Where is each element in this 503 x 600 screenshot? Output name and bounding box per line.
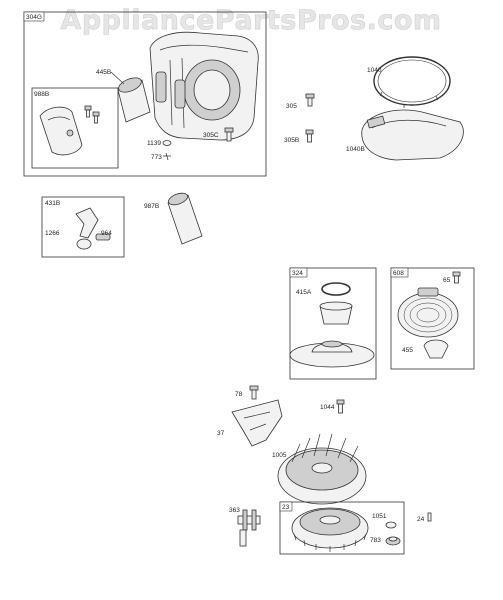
part-1040-ring [373, 56, 451, 108]
group-324-tag [289, 267, 308, 278]
group-304G-label: 304G [26, 14, 42, 21]
part-305-screw [305, 93, 315, 107]
group-431B: 431B 1266 964 [41, 196, 125, 258]
group-23: 23 1051 783 [279, 501, 405, 555]
part-305C-screw [224, 127, 234, 142]
part-37-air-guide [231, 399, 283, 447]
group-324: 324 415A [289, 267, 377, 380]
group-608-tag [390, 267, 409, 278]
part-1139-washer [162, 140, 172, 146]
part-305B-screw [305, 129, 314, 143]
part-431B-elbow [75, 207, 99, 239]
label-37: 37 [217, 430, 225, 437]
part-324-cup [319, 301, 353, 325]
part-1044-screw [336, 399, 345, 414]
group-608-frame [390, 267, 475, 370]
label-1051: 1051 [372, 513, 387, 520]
group-988B: 988B [31, 87, 119, 169]
label-773: 773 [151, 154, 162, 161]
group-304G: 304G 445B 1139 773 305C [23, 11, 267, 177]
part-773-clip [163, 152, 171, 161]
group-988B-frame [31, 87, 119, 169]
part-783-nut [385, 536, 401, 546]
part-78-screw [249, 385, 259, 400]
label-964: 964 [101, 230, 112, 237]
part-1005-flywheel [277, 433, 367, 505]
label-1040B: 1040B [346, 146, 365, 153]
label-1044: 1044 [320, 404, 335, 411]
part-24-key [427, 512, 432, 522]
part-987B-tube [167, 192, 203, 245]
part-1266-gasket [76, 238, 92, 250]
part-1040B-guard [361, 109, 464, 161]
label-363: 363 [229, 507, 240, 514]
part-1051-washer [385, 521, 397, 529]
group-608: 608 65 455 [390, 267, 475, 370]
label-1040: 1040 [367, 67, 382, 74]
group-23-frame [279, 501, 405, 555]
group-304G-frame [23, 11, 267, 177]
part-608-recoil-starter [397, 287, 459, 338]
label-445B: 445B [96, 69, 111, 76]
label-1139: 1139 [147, 140, 161, 147]
part-65-screw [452, 271, 461, 284]
label-78: 78 [235, 391, 243, 398]
part-415A-ring [321, 282, 351, 296]
part-324-pulley [289, 340, 375, 368]
part-964-bushing [95, 233, 111, 241]
part-363-bracket [237, 509, 261, 547]
label-415A: 415A [296, 289, 312, 296]
label-305: 305 [286, 103, 297, 110]
label-24: 24 [417, 516, 425, 523]
blower-housing-part [149, 31, 259, 141]
group-324-label: 324 [292, 270, 303, 277]
label-455: 455 [402, 347, 413, 354]
label-305C: 305C [203, 132, 219, 139]
watermark-text: AppliancePartsPros.com [60, 5, 441, 36]
label-987B: 987B [144, 203, 159, 210]
group-23-label: 23 [282, 504, 290, 511]
label-65: 65 [443, 277, 451, 284]
part-988B-cover [39, 106, 83, 156]
group-431B-frame [41, 196, 125, 258]
group-23-tag [279, 501, 293, 512]
group-988B-label: 988B [34, 91, 49, 98]
label-783: 783 [370, 537, 381, 544]
label-1005: 1005 [272, 452, 287, 459]
group-324-frame [289, 267, 377, 380]
part-23-flywheel-ring [291, 507, 369, 552]
group-304G-tag [23, 11, 45, 22]
part-988B-screw-b [92, 111, 100, 124]
group-431B-label: 431B [45, 200, 60, 207]
group-608-label: 608 [393, 270, 404, 277]
part-445B-tube [117, 77, 151, 123]
label-305B: 305B [284, 137, 299, 144]
label-1266: 1266 [45, 230, 60, 237]
part-988B-screw-a [84, 105, 92, 118]
part-455-handle [423, 339, 449, 359]
